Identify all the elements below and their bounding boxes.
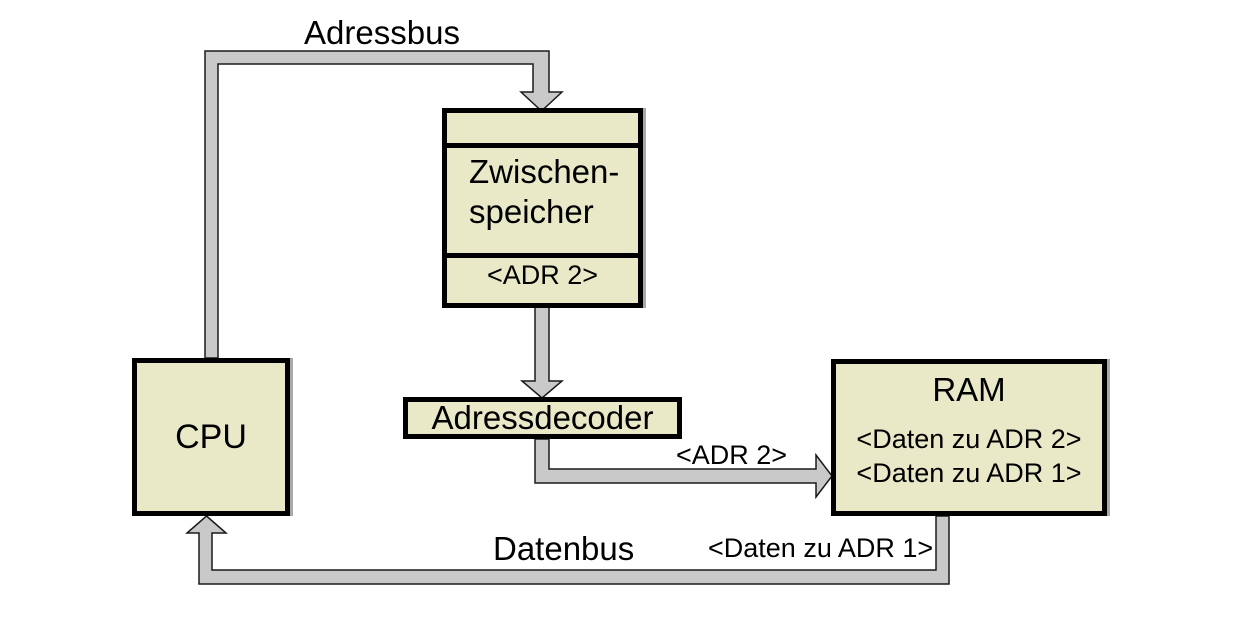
ram-contents: <Daten zu ADR 2> <Daten zu ADR 1> — [836, 422, 1102, 490]
ram-cell-adr1: <Daten zu ADR 1> — [856, 458, 1082, 488]
daten-adr1-bus-label: <Daten zu ADR 1> — [708, 533, 934, 563]
adr2-bus-connector — [534, 438, 833, 500]
datenbus-label: Datenbus — [493, 530, 635, 567]
ram-box: RAM <Daten zu ADR 2> <Daten zu ADR 1> — [831, 359, 1107, 516]
ram-cell-adr2: <Daten zu ADR 2> — [856, 424, 1082, 454]
ram-title: RAM — [932, 371, 1006, 408]
zwischenspeicher-box: Zwischen- speicher <ADR 2> — [442, 108, 643, 308]
adressbus-label: Adressbus — [304, 14, 460, 51]
cpu-label: CPU — [175, 417, 247, 456]
buffer-empty-slot — [447, 113, 638, 148]
buffer-register-value: <ADR 2> — [486, 260, 599, 290]
buffer-name-line1: Zwischen- — [469, 153, 620, 190]
datenbus-connector — [184, 515, 950, 585]
adressdecoder-label: Adressdecoder — [431, 399, 654, 436]
cpu-box: CPU — [132, 358, 290, 516]
buffer-name-line2: speicher — [469, 193, 594, 230]
buffer-name: Zwischen- speicher — [447, 148, 638, 258]
adressdecoder-box: Adressdecoder — [403, 397, 682, 439]
adressbus-connector — [204, 50, 564, 359]
buffer-to-decoder-arrow — [519, 302, 565, 399]
adr2-bus-label: <ADR 2> — [676, 440, 788, 470]
buffer-register-slot: <ADR 2> — [447, 258, 638, 293]
